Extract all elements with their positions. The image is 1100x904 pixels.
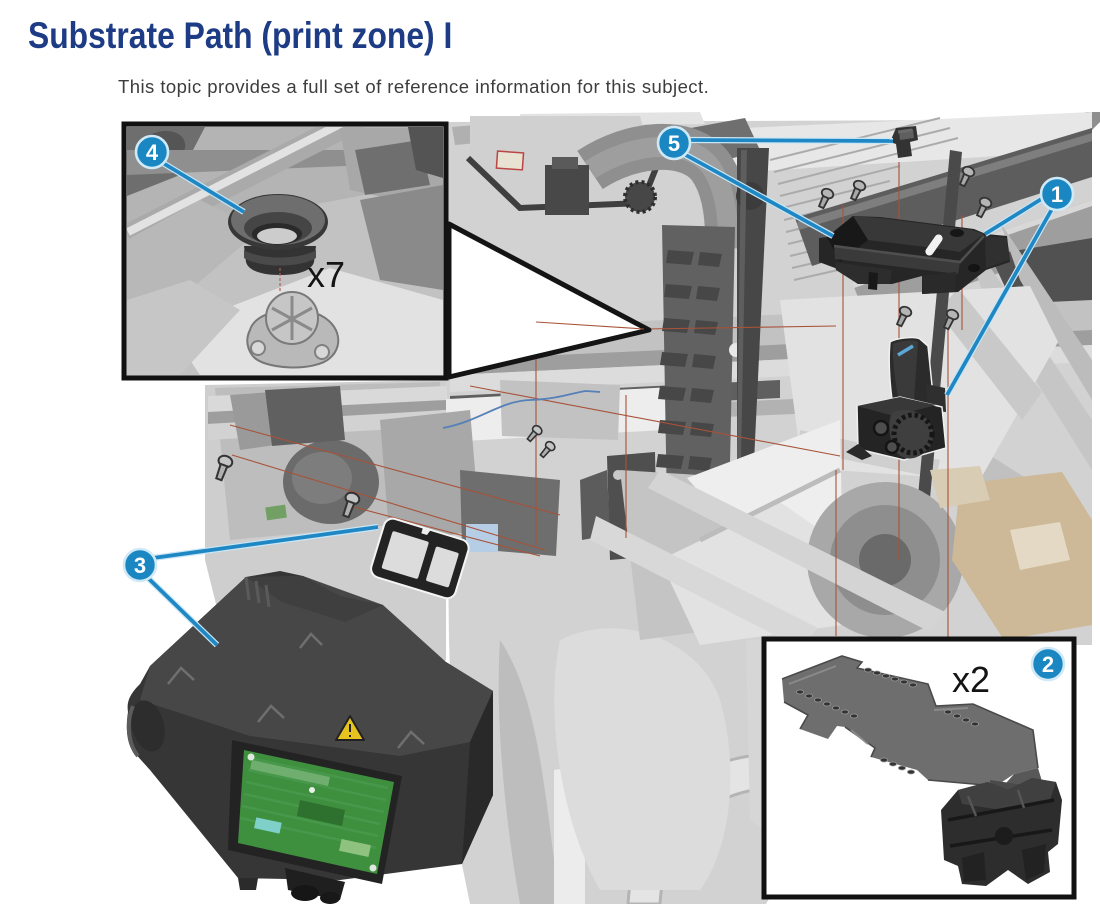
svg-text:1: 1 <box>1051 182 1063 207</box>
svg-text:3: 3 <box>134 553 146 578</box>
svg-text:x2: x2 <box>952 659 990 700</box>
svg-text:2: 2 <box>1042 652 1054 677</box>
svg-text:x7: x7 <box>307 254 345 295</box>
svg-text:5: 5 <box>668 131 680 156</box>
svg-text:4: 4 <box>146 140 159 165</box>
